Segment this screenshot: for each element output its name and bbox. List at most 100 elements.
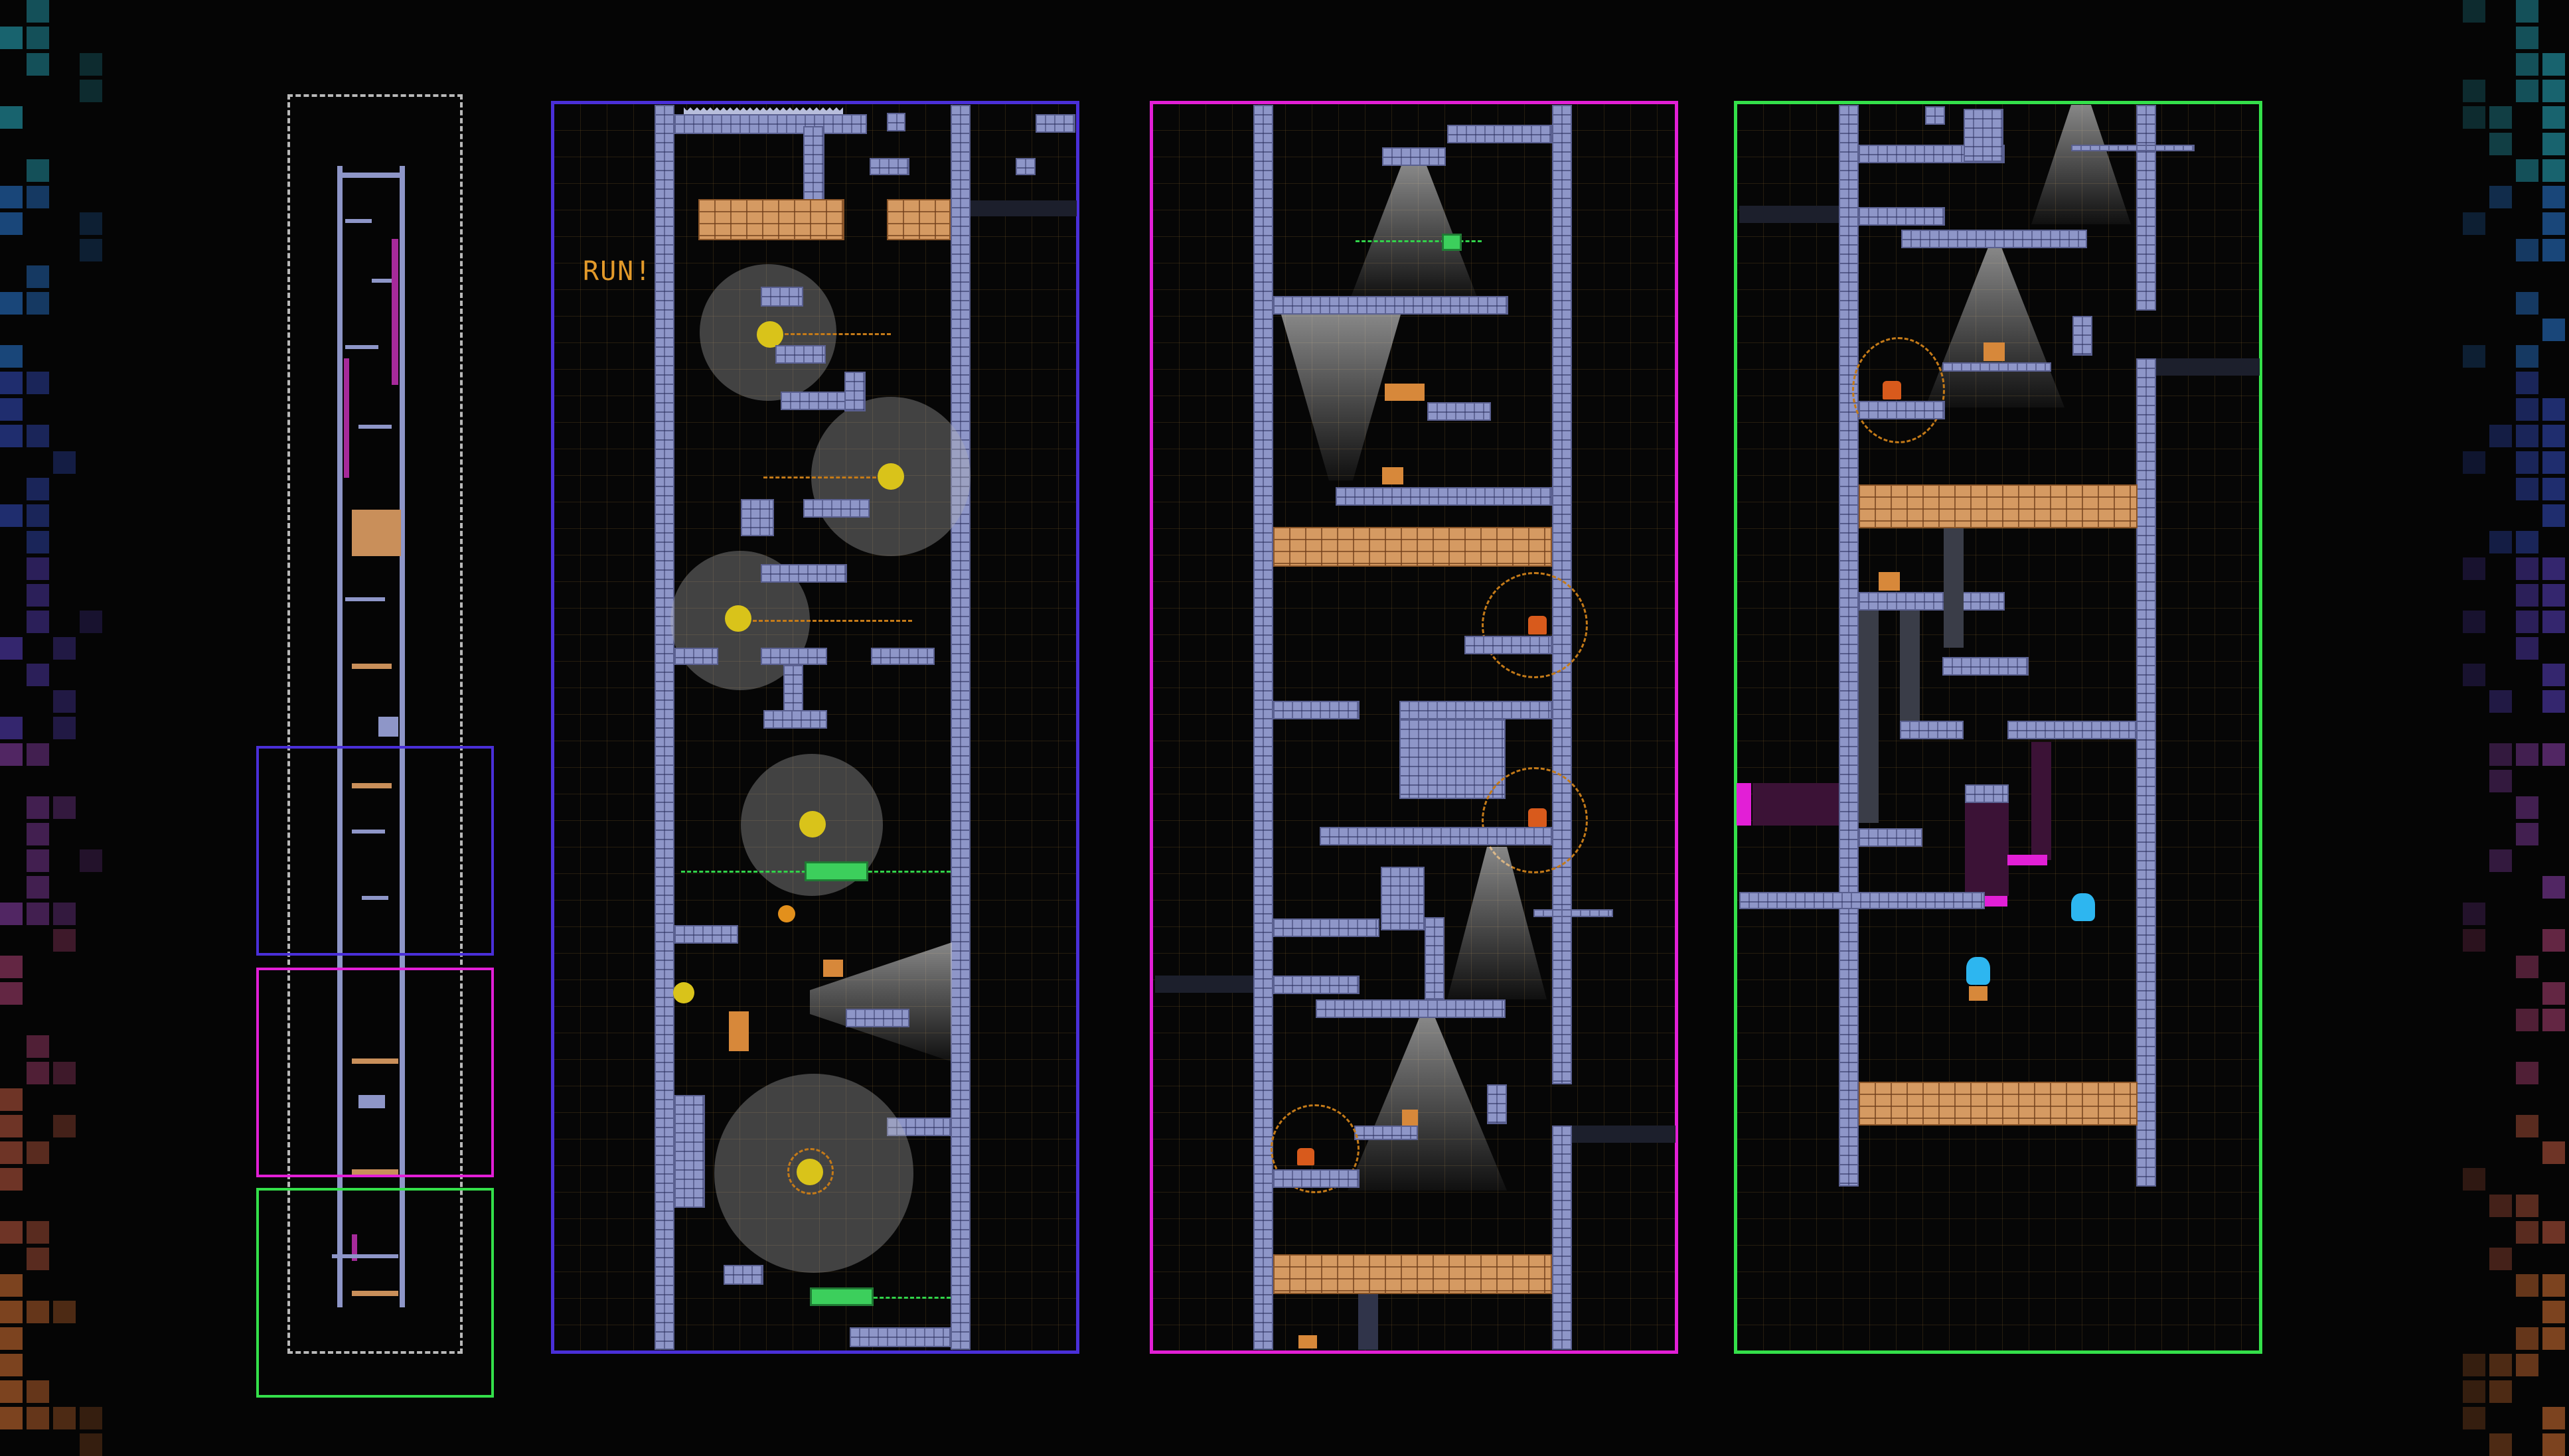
minimap-wall <box>345 345 378 349</box>
mosaic-pixel <box>53 1115 76 1137</box>
floating-block <box>1464 636 1552 654</box>
floating-block <box>1273 1169 1360 1188</box>
mosaic-pixel <box>2463 1168 2485 1191</box>
mosaic-pixel <box>2542 743 2565 766</box>
floating-block <box>783 665 803 711</box>
switch-box[interactable] <box>805 861 868 881</box>
mosaic-pixel <box>0 504 23 527</box>
mosaic-pixel <box>27 531 49 553</box>
mosaic-pixel <box>2516 1195 2538 1217</box>
mosaic-pixel <box>53 796 76 819</box>
mosaic-pixel <box>2516 159 2538 182</box>
mosaic-pixel <box>2516 425 2538 447</box>
crate-icon <box>823 960 843 977</box>
mosaic-pixel <box>2516 345 2538 368</box>
spotlight-icon <box>725 605 751 632</box>
mosaic-pixel <box>2542 504 2565 527</box>
mosaic-pixel <box>2542 319 2565 341</box>
switch-box[interactable] <box>810 1287 874 1306</box>
mosaic-pixel <box>2463 451 2485 474</box>
crate-icon <box>1969 986 1987 1001</box>
dark-ledge <box>971 200 1077 216</box>
mosaic-pixel <box>2516 1009 2538 1031</box>
mosaic-pixel <box>2489 770 2512 792</box>
mosaic-pixel <box>2516 1354 2538 1376</box>
mosaic-pixel <box>2489 1380 2512 1403</box>
floating-block <box>761 564 847 583</box>
mosaic-pixel <box>0 956 23 978</box>
magenta-barrier <box>2007 855 2047 865</box>
spotlight-icon <box>757 321 783 348</box>
mosaic-pixel <box>2542 664 2565 686</box>
floating-block <box>1859 207 1945 226</box>
ceiling-spikes <box>684 108 843 114</box>
drop-shaft <box>1358 1294 1378 1350</box>
goo-pit <box>2031 742 2051 860</box>
mosaic-pixel <box>80 80 102 102</box>
mosaic-pixel <box>2542 611 2565 633</box>
mosaic-pixel <box>27 292 49 315</box>
mosaic-pixel <box>2542 133 2565 155</box>
mosaic-pixel <box>27 903 49 925</box>
mosaic-pixel <box>0 1327 23 1350</box>
mosaic-pixel <box>2542 929 2565 952</box>
overview-section-3-frame[interactable] <box>256 1188 494 1398</box>
mosaic-pixel <box>80 1407 102 1429</box>
mosaic-pixel <box>2516 611 2538 633</box>
mosaic-pixel <box>2489 743 2512 766</box>
floating-block <box>674 925 738 944</box>
mosaic-pixel <box>2516 1221 2538 1244</box>
floating-block <box>1399 701 1552 719</box>
overview-section-1-frame[interactable] <box>256 746 494 956</box>
mosaic-pixel <box>0 27 23 49</box>
crate-icon <box>1402 1110 1418 1126</box>
floating-block <box>2072 316 2092 356</box>
floating-block <box>1320 827 1552 845</box>
floating-block <box>724 1265 763 1285</box>
spotlight-icon <box>878 463 904 490</box>
floating-block <box>1273 976 1360 994</box>
sight-line <box>753 620 912 622</box>
mosaic-pixel <box>80 53 102 76</box>
sight-line <box>874 1297 951 1299</box>
mosaic-pixel <box>0 345 23 368</box>
mosaic-pixel <box>80 611 102 633</box>
mosaic-pixel <box>53 1301 76 1323</box>
mosaic-pixel <box>2489 531 2512 553</box>
mosaic-pixel <box>2463 212 2485 235</box>
overview-section-2-frame[interactable] <box>256 968 494 1177</box>
mosaic-pixel <box>2463 1407 2485 1429</box>
mosaic-pixel <box>2516 796 2538 819</box>
mosaic-pixel <box>2463 664 2485 686</box>
mosaic-pixel <box>2463 345 2485 368</box>
mosaic-pixel <box>2516 53 2538 76</box>
crate-icon <box>1382 467 1403 484</box>
mosaic-pixel <box>53 929 76 952</box>
player-character-icon[interactable] <box>2071 893 2095 921</box>
mosaic-pixel <box>27 1062 49 1084</box>
spotlight-icon <box>673 982 694 1003</box>
robot-enemy-icon <box>1297 1148 1314 1165</box>
mosaic-pixel <box>2463 1354 2485 1376</box>
mosaic-pixel <box>27 1407 49 1429</box>
minimap-wall <box>345 219 372 223</box>
crate-icon <box>1984 342 2005 361</box>
floating-block <box>1859 828 1922 847</box>
mosaic-pixel <box>0 425 23 447</box>
player-character-icon[interactable] <box>1966 957 1990 985</box>
switch-box[interactable] <box>1442 234 1462 251</box>
floating-block <box>844 372 866 411</box>
mosaic-pixel <box>2516 956 2538 978</box>
mosaic-pixel <box>27 53 49 76</box>
minimap-wall <box>358 425 392 429</box>
mosaic-pixel <box>80 239 102 261</box>
mosaic-pixel <box>2542 398 2565 421</box>
mosaic-pixel <box>0 1088 23 1111</box>
floating-block <box>1336 487 1552 506</box>
floating-block <box>1381 867 1425 930</box>
mosaic-pixel <box>27 504 49 527</box>
floating-block <box>1859 592 2005 611</box>
goo-pit <box>1965 803 2009 896</box>
minimap-wall <box>345 597 385 601</box>
mosaic-pixel <box>2489 690 2512 713</box>
